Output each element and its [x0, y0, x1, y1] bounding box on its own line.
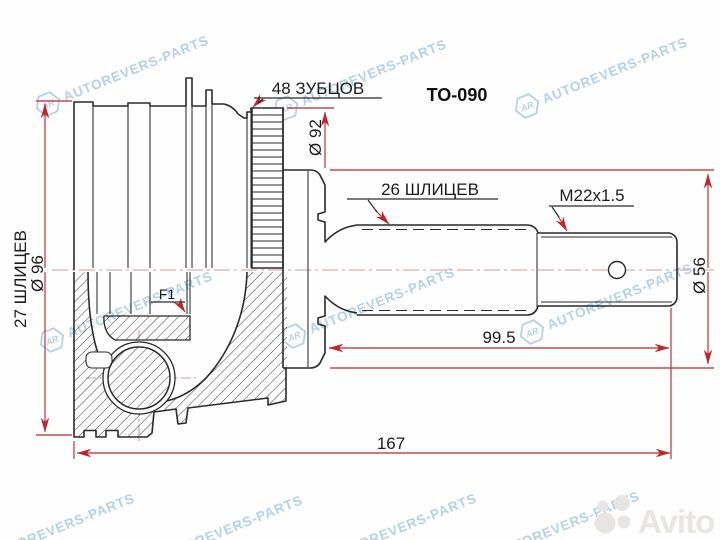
watermark: AR AUTOREVERS-PARTS [329, 490, 479, 540]
boot-seat-diameter-dimension: Ø 56 [690, 257, 709, 294]
avito-dot-icon [597, 500, 609, 512]
watermark-text: AUTOREVERS-PARTS [329, 490, 479, 540]
abs-ring-diameter-dimension: Ø 92 [306, 119, 325, 156]
inner-splines-label: 27 ШЛИЦЕВ [11, 230, 30, 328]
avito-dot-icon [594, 512, 616, 534]
watermark-logo-text: AR [43, 333, 60, 348]
housing-diameter-dimension: Ø 96 [28, 255, 47, 292]
watermark-hex-icon [273, 95, 299, 121]
watermark: AR AUTOREVERS-PARTS [0, 0, 43, 47]
inner-race-edges [96, 272, 191, 314]
groove-label: F1 [159, 286, 176, 302]
housing-cross-section [73, 271, 287, 438]
watermark: AR AUTOREVERS-PARTS [514, 34, 690, 119]
centerlines [52, 269, 714, 442]
shaft-length-dimension: 99.5 [482, 328, 515, 347]
avito-logo-text: Avito [638, 503, 714, 540]
watermark: AR AUTOREVERS-PARTS [273, 36, 449, 121]
watermark-text: AUTOREVERS-PARTS [61, 32, 211, 104]
watermark-text: AUTOREVERS-PARTS [0, 0, 43, 47]
thread-size-label: M22x1.5 [559, 186, 624, 205]
watermark-hex-icon [39, 327, 65, 353]
dimension-lines [36, 93, 714, 459]
part-number: TO-090 [427, 85, 488, 105]
housing-outline [73, 77, 252, 270]
watermark-logo-text: AR [518, 99, 535, 114]
cotter-pin-hole [607, 260, 627, 280]
abs-ring-teeth-label: 48 ЗУБЦОВ [272, 79, 364, 98]
ball-section [107, 346, 171, 410]
housing-profile-edges [92, 103, 252, 268]
watermark-logo-text: AR [523, 325, 540, 340]
watermark-logo-text: AR [39, 97, 56, 112]
watermark: AR AUTOREVERS-PARTS [281, 264, 457, 349]
watermark: AR AUTOREVERS-PARTS [492, 488, 642, 540]
callout-leaders [151, 97, 634, 303]
watermark-text: AUTOREVERS-PARTS [540, 34, 690, 106]
watermark-hex-icon [519, 319, 545, 345]
watermark-logo-text: AR [285, 329, 302, 344]
watermark: AR AUTOREVERS-PARTS [35, 32, 211, 117]
inner-race-section [103, 315, 191, 341]
cage-tab [85, 351, 113, 369]
flange-and-shaft [282, 108, 678, 369]
watermark-text: AUTOREVERS-PARTS [155, 492, 305, 540]
watermark-hex-icon [514, 93, 540, 119]
avito-dot-icon [614, 495, 630, 511]
avito-logo: Avito [594, 495, 715, 540]
watermark: AR AUTOREVERS-PARTS [0, 490, 137, 540]
watermark: AR AUTOREVERS-PARTS [155, 492, 305, 540]
avito-dot-icon [617, 515, 631, 529]
abs-ring [251, 107, 284, 269]
total-length-dimension: 167 [377, 434, 405, 453]
watermark: AR AUTOREVERS-PARTS [39, 268, 215, 353]
watermark-text: AUTOREVERS-PARTS [0, 490, 137, 540]
outer-splines-label: 26 ШЛИЦЕВ [381, 180, 479, 199]
